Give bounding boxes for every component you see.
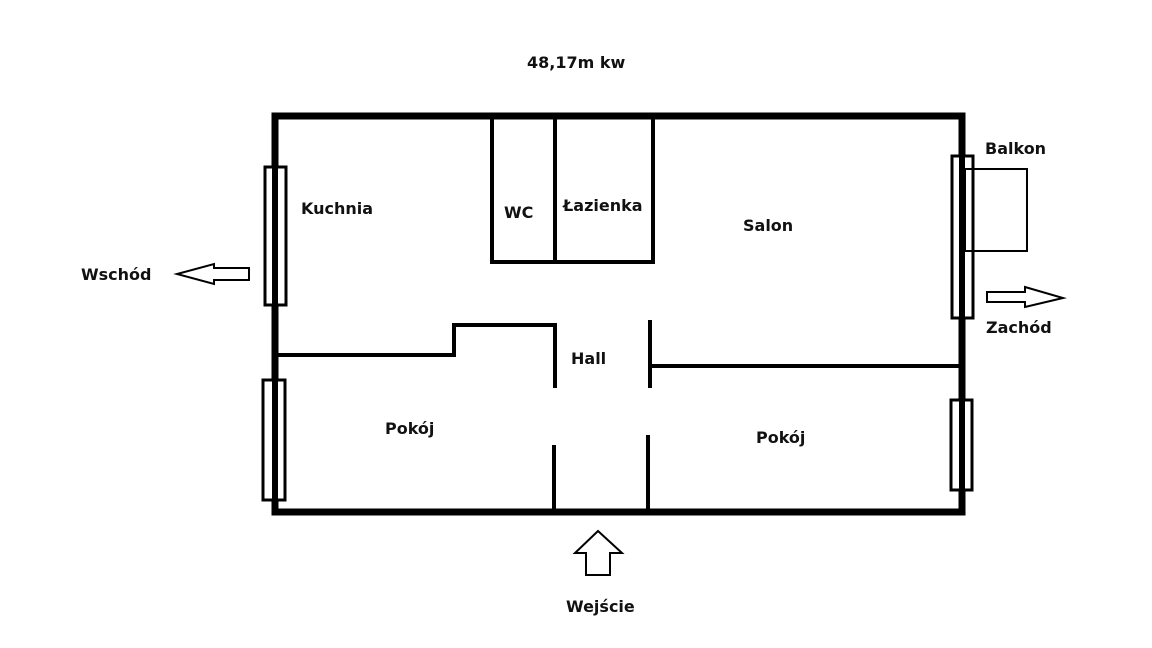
direction-label-east: Wschód xyxy=(81,265,152,284)
wall-kitchen-room xyxy=(275,323,557,388)
entrance-label: Wejście xyxy=(566,597,635,616)
room-label-room-right: Pokój xyxy=(756,428,806,447)
room-label-kitchen: Kuchnia xyxy=(301,199,374,218)
room-label-room-left: Pokój xyxy=(385,419,435,438)
room-label-living-room: Salon xyxy=(743,216,794,235)
balcony xyxy=(964,168,1028,252)
direction-label-west: Zachód xyxy=(986,318,1052,337)
area-title: 48,17m kw xyxy=(527,53,626,72)
arrow-west-icon xyxy=(986,285,1067,309)
room-label-bathroom: Łazienka xyxy=(563,196,643,215)
room-label-balcony: Balkon xyxy=(985,139,1047,158)
room-label-hall: Hall xyxy=(571,349,607,368)
room-label-wc: WC xyxy=(504,203,534,222)
arrow-east-icon xyxy=(173,262,250,286)
arrow-entrance-icon xyxy=(572,529,625,576)
outer-wall xyxy=(271,112,966,516)
